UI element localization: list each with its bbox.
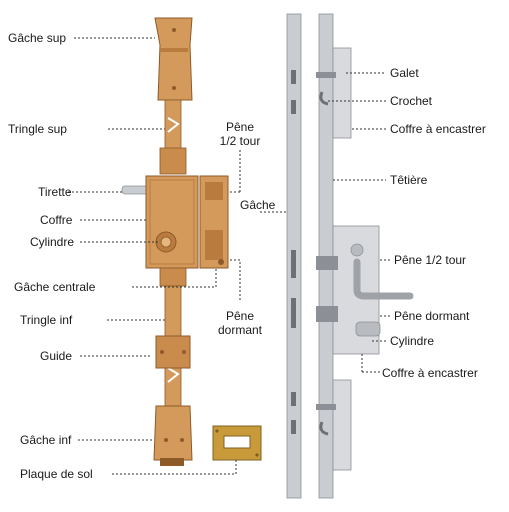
label-pene-demi-tour-right: Pêne 1/2 tour: [394, 253, 467, 267]
label-tringle-inf: Tringle inf: [20, 313, 73, 327]
label-crochet: Crochet: [390, 94, 433, 108]
label-coffre: Coffre: [40, 213, 73, 227]
top-strike: [154, 17, 193, 101]
label-pene-demi-tour-center: Pêne 1/2 tour: [212, 120, 268, 148]
label-gache-centrale: Gâche centrale: [14, 280, 96, 294]
label-pene-demi-tour-line2: 1/2 tour: [219, 134, 261, 148]
label-gache-sup: Gâche sup: [8, 31, 67, 45]
label-coffre-a-encastrer-bottom: Coffre à encastrer: [382, 366, 478, 380]
label-cylindre: Cylindre: [30, 235, 75, 249]
strike-rail-illustration: [286, 13, 302, 499]
label-tetiere: Têtière: [390, 173, 428, 187]
label-tirette: Tirette: [38, 185, 72, 199]
bottom-strike: [153, 405, 193, 461]
label-gache: Gâche: [240, 198, 276, 212]
label-pene-dormant-center: Pêne dormant: [210, 309, 270, 337]
label-guide: Guide: [40, 349, 73, 363]
label-coffre-a-encastrer-top: Coffre à encastrer: [390, 122, 486, 136]
label-pene-demi-tour-line1: Pêne: [225, 120, 255, 134]
lock-case: [145, 175, 199, 269]
label-cylindre-right: Cylindre: [390, 334, 435, 348]
label-plaque-de-sol: Plaque de sol: [20, 467, 93, 481]
upper-rod: [164, 99, 182, 151]
leader-lines: [68, 37, 392, 475]
label-gache-inf: Gâche inf: [20, 433, 72, 447]
mortise-lock-illustration: [316, 13, 414, 499]
surface-lock-illustration: [121, 17, 262, 466]
label-pene-dormant-line1: Pêne: [225, 309, 255, 323]
label-pene-dormant-line2: dormant: [217, 323, 263, 337]
label-pene-dormant-right: Pêne dormant: [394, 309, 470, 323]
label-galet: Galet: [390, 66, 419, 80]
label-tringle-sup: Tringle sup: [8, 122, 67, 136]
